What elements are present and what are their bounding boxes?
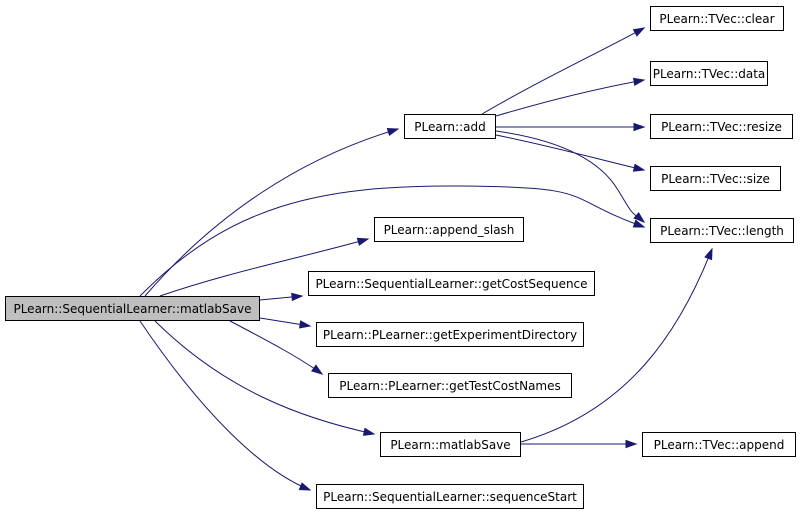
arrowhead-add-to-length <box>633 211 646 223</box>
arrowhead-root-to-getExperimentDirectory <box>298 320 312 329</box>
arrowhead-root-to-getCostSequence <box>291 292 304 302</box>
arrowhead-add-to-resize <box>633 122 646 132</box>
node-add[interactable]: PLearn::add <box>404 114 496 139</box>
node-matlabsave[interactable]: PLearn::matlabSave <box>380 432 521 457</box>
edge-root-to-matlabSave2 <box>154 320 375 435</box>
arrowhead-matlabSave2-to-append <box>625 439 638 449</box>
edge-root-to-append_slash <box>159 238 369 297</box>
arrowhead-root-to-matlabSave2 <box>362 427 376 436</box>
edge-add-to-size <box>495 134 645 171</box>
node-tvec-resize[interactable]: PLearn::TVec::resize <box>650 114 793 139</box>
arrowhead-root-to-append_slash <box>356 237 370 246</box>
arrowhead-add-to-data <box>632 77 646 87</box>
arrowhead-root-to-add <box>386 127 400 137</box>
arrowhead-add-to-clear <box>632 27 646 37</box>
node-tvec-data[interactable]: PLearn::TVec::data <box>650 61 768 86</box>
node-get-experiment-directory[interactable]: PLearn::PLearner::getExperimentDirectory <box>316 322 584 347</box>
node-append-slash[interactable]: PLearn::append_slash <box>374 217 524 242</box>
edge-root-to-getTestCostNames <box>229 320 323 375</box>
edge-root-to-length <box>139 185 645 297</box>
edge-add-to-data <box>495 79 645 117</box>
edge-add-to-clear <box>481 27 645 115</box>
node-get-test-cost-names[interactable]: PLearn::PLearner::getTestCostNames <box>328 373 572 398</box>
node-tvec-clear[interactable]: PLearn::TVec::clear <box>650 6 784 31</box>
node-get-cost-sequence[interactable]: PLearn::SequentialLearner::getCostSequen… <box>308 271 595 296</box>
node-sequentiallearner-matlabsave: PLearn::SequentialLearner::matlabSave <box>5 296 260 321</box>
node-sequence-start[interactable]: PLearn::SequentialLearner::sequenceStart <box>316 484 584 509</box>
arrowhead-matlabSave2-to-length <box>704 247 713 261</box>
edge-matlabSave2-to-length <box>520 248 713 443</box>
node-tvec-length[interactable]: PLearn::TVec::length <box>650 218 794 243</box>
node-tvec-size[interactable]: PLearn::TVec::size <box>650 166 781 191</box>
edge-root-to-sequenceStart <box>139 320 311 491</box>
arrowhead-add-to-size <box>632 163 646 172</box>
node-tvec-append[interactable]: PLearn::TVec::append <box>642 432 796 457</box>
edge-add-to-length <box>495 130 645 223</box>
arrowhead-root-to-getTestCostNames <box>311 364 324 375</box>
arrowhead-root-to-length <box>632 219 646 228</box>
arrowhead-root-to-sequenceStart <box>298 482 312 491</box>
